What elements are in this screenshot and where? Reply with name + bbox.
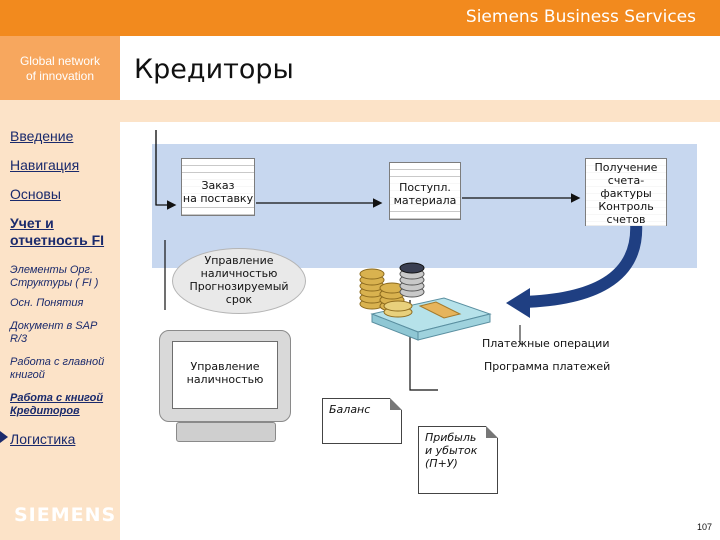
invoice-label-line5: счетов: [606, 213, 646, 226]
header-bar: [0, 0, 720, 36]
balance-sheet-note: Баланс: [322, 398, 402, 444]
pnl-line1: Прибыль: [425, 431, 477, 444]
invoice-doc: Получение счета- фактуры Контроль счетов: [585, 158, 667, 226]
tagline-line-1: Global network: [19, 54, 101, 68]
coins-money-icon: [359, 262, 492, 341]
nav-item-vendor-line2: Кредиторов: [10, 405, 80, 417]
receipt-label-line1: Поступл.: [399, 181, 451, 194]
nav-item-gl-line2: книгой: [10, 369, 45, 381]
cloud-line3: Прогнозируемый: [189, 280, 289, 293]
page-number: 107: [696, 522, 712, 532]
invoice-label-line1: Получение: [594, 161, 658, 174]
nav-item-org-line1: Элементы Орг.: [10, 264, 94, 276]
nav-item-vendor-line1: Работа с книгой: [10, 392, 104, 404]
pnl-line3: (П+У): [425, 457, 458, 470]
payment-operations-label: Платежные операции: [482, 337, 610, 350]
order-label-line1: Заказ: [201, 179, 235, 192]
purchase-order-doc: Заказ на поставку: [181, 158, 255, 216]
monitor-base: [176, 422, 276, 442]
tagline: Global network of innovation: [6, 54, 114, 84]
entry-arrow: [155, 130, 177, 210]
nav-item-org-line2: Структуры ( FI ): [10, 277, 99, 289]
cloud-line4: срок: [225, 293, 253, 306]
nav-pointer-icon: [0, 431, 8, 443]
nav-item-logistics[interactable]: Логистика: [10, 431, 76, 447]
receipt-label-line2: материала: [393, 194, 457, 207]
nav-item-sap-line2: R/3: [10, 333, 28, 345]
goods-receipt-doc: Поступл. материала: [389, 162, 461, 220]
cloud-line2: наличностью: [200, 267, 278, 280]
nav-item-navigation[interactable]: Навигация: [10, 157, 80, 173]
nav-item-fi-line2: отчетность FI: [10, 232, 105, 248]
tagline-box: [0, 36, 120, 100]
nav-item-gl-line1: Работа с главной: [10, 356, 105, 368]
monitor-line1: Управление: [190, 360, 260, 373]
payment-program-label: Программа платежей: [484, 360, 611, 373]
nav-item-vendor-ledger[interactable]: Работа с книгой Кредиторов: [10, 392, 103, 418]
pnl-line2: и убыток: [425, 444, 478, 457]
page-title: Кредиторы: [134, 54, 294, 85]
nav-item-org-elements[interactable]: Элементы Орг. Структуры ( FI ): [10, 264, 98, 290]
payment-flow-arrow: [521, 221, 643, 308]
nav-item-fi-accounting[interactable]: Учет и отчетность FI: [10, 215, 104, 249]
nav-band: [120, 100, 720, 122]
brand-name: Siemens Business Services: [465, 7, 696, 27]
invoice-label-line2: счета-: [607, 174, 645, 187]
invoice-label-line4: Контроль: [598, 200, 654, 213]
tagline-line-2: of innovation: [25, 69, 95, 83]
nav-item-basics[interactable]: Основы: [10, 186, 61, 202]
note-fold: [390, 398, 402, 410]
profit-loss-note: Прибыль и убыток (П+У): [418, 426, 498, 494]
monitor-screen: Управление наличностью: [172, 341, 278, 409]
computer-monitor-icon: Управление наличностью: [159, 330, 291, 422]
nav-item-sap-line1: Документ в SAP: [10, 320, 98, 332]
nav-item-fi-line1: Учет и: [10, 215, 54, 231]
left-panel: [0, 36, 120, 540]
cloud-line1: Управление: [204, 254, 274, 267]
cash-forecast-cloud: Управление наличностью Прогнозируемый ср…: [172, 248, 306, 314]
balance-label: Баланс: [329, 403, 371, 416]
invoice-label-line3: фактуры: [600, 187, 652, 200]
order-label-line2: на поставку: [182, 192, 254, 205]
note-fold: [486, 426, 498, 438]
nav-item-general-ledger[interactable]: Работа с главной книгой: [10, 356, 104, 382]
nav-item-sap-document[interactable]: Документ в SAP R/3: [10, 320, 97, 346]
nav-item-concepts[interactable]: Осн. Понятия: [10, 297, 84, 309]
siemens-logo: SIEMENS: [14, 504, 117, 526]
nav-item-intro[interactable]: Введение: [10, 128, 74, 144]
monitor-line2: наличностью: [186, 373, 264, 386]
